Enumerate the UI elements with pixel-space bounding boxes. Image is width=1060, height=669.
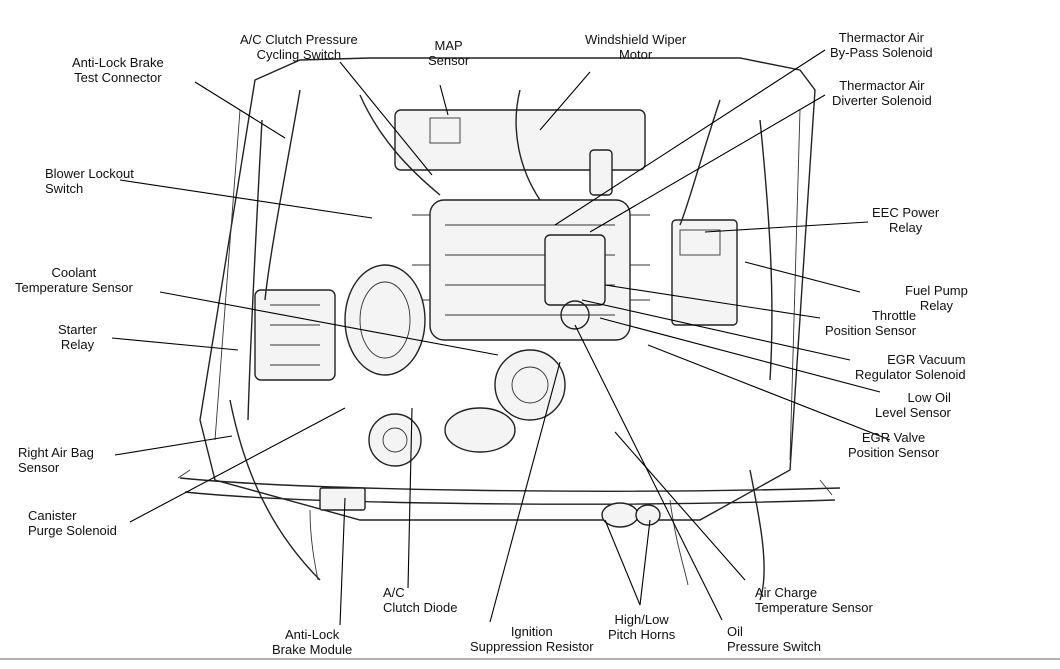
label-oil-pressure-switch: Oil Pressure Switch bbox=[727, 624, 821, 654]
label-throttle-position-sensor: Throttle Position Sensor bbox=[825, 308, 917, 338]
label-air-charge-temp-sensor: Air Charge Temperature Sensor bbox=[755, 585, 873, 615]
label-thermactor-bypass-solenoid: Thermactor Air By-Pass Solenoid bbox=[830, 30, 933, 60]
label-map-sensor: MAP Sensor bbox=[428, 38, 470, 68]
label-egr-valve-position-sensor: EGR Valve Position Sensor bbox=[848, 430, 940, 460]
label-right-air-bag-sensor: Right Air Bag Sensor bbox=[18, 445, 94, 475]
label-ignition-suppression-resistor: Ignition Suppression Resistor bbox=[470, 624, 594, 654]
label-egr-vacuum-regulator-solenoid: EGR Vacuum Regulator Solenoid bbox=[855, 352, 966, 382]
label-blower-lockout-switch: Blower Lockout Switch bbox=[45, 166, 134, 196]
label-canister-purge-solenoid: Canister Purge Solenoid bbox=[28, 508, 117, 538]
label-eec-power-relay: EEC Power Relay bbox=[872, 205, 940, 235]
label-ac-clutch-pressure-switch: A/C Clutch Pressure Cycling Switch bbox=[240, 32, 358, 62]
label-low-oil-level-sensor: Low Oil Level Sensor bbox=[875, 390, 951, 420]
label-windshield-wiper-motor: Windshield Wiper Motor bbox=[585, 32, 687, 62]
label-abs-test-connector: Anti-Lock Brake Test Connector bbox=[72, 55, 164, 85]
label-starter-relay: Starter Relay bbox=[58, 322, 98, 352]
label-high-low-pitch-horns: High/Low Pitch Horns bbox=[608, 612, 676, 642]
engine-illustration bbox=[177, 57, 841, 601]
label-coolant-temp-sensor: Coolant Temperature Sensor bbox=[15, 265, 133, 295]
label-fuel-pump-relay: Fuel Pump Relay bbox=[905, 283, 968, 313]
label-anti-lock-brake-module: Anti-Lock Brake Module bbox=[272, 627, 353, 657]
label-ac-clutch-diode: A/C Clutch Diode bbox=[383, 585, 458, 615]
leader-lines bbox=[111, 49, 891, 626]
label-thermactor-diverter-solenoid: Thermactor Air Diverter Solenoid bbox=[832, 78, 932, 108]
